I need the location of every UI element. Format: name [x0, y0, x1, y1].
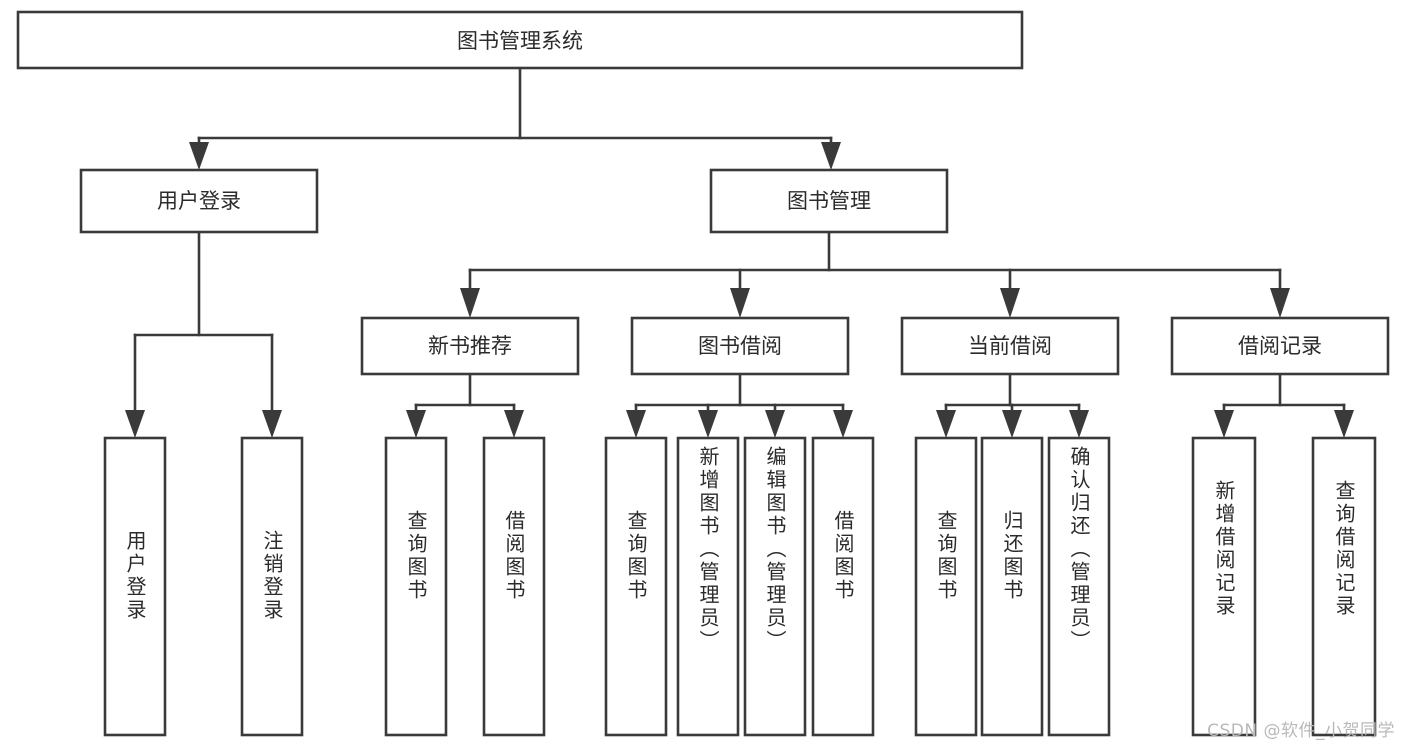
node-leaf-borrow-book-box[interactable]: [811, 436, 875, 737]
node-root[interactable]: 图书管理系统: [16, 10, 1024, 70]
arrow-head-current-borrow: [1000, 288, 1020, 318]
node-borrow-record[interactable]: 借阅记录: [1170, 316, 1390, 376]
arrow-head-leaf-confirm-return: [1069, 410, 1089, 438]
arrow-head-leaf-user-logout: [262, 410, 282, 438]
node-leaf-edit-book-box[interactable]: [743, 436, 807, 737]
node-borrow-record-label: 借阅记录: [1238, 334, 1322, 358]
node-leaf-return-book-box[interactable]: [980, 436, 1044, 737]
arrow-head-leaf-query-borrow-record: [1334, 410, 1354, 438]
node-book-borrow[interactable]: 图书借阅: [630, 316, 850, 376]
node-leaf-confirm-return-box[interactable]: [1047, 436, 1111, 737]
arrow-head-leaf-add-borrow-record: [1214, 410, 1234, 438]
node-book-management-label: 图书管理: [787, 189, 871, 213]
arrow-head-book-management: [821, 142, 841, 170]
node-current-borrow[interactable]: 当前借阅: [900, 316, 1120, 376]
node-borrow-record-box[interactable]: [1170, 316, 1390, 376]
node-root-label: 图书管理系统: [457, 29, 583, 53]
arrow-head-new-book-recommend: [460, 288, 480, 318]
node-leaf-query-book-current-box[interactable]: [914, 436, 978, 737]
arrow-head-book-borrow: [730, 288, 750, 318]
node-current-borrow-label: 当前借阅: [968, 334, 1052, 358]
arrow-head-leaf-user-login: [125, 410, 145, 438]
node-user-login-box[interactable]: [79, 168, 319, 234]
node-leaf-query-borrow-record-box[interactable]: [1311, 436, 1377, 737]
node-book-management[interactable]: 图书管理: [709, 168, 949, 234]
node-user-login-label: 用户登录: [157, 189, 241, 213]
node-leaf-user-login-box[interactable]: [103, 436, 167, 737]
node-new-book-recommend[interactable]: 新书推荐: [360, 316, 580, 376]
node-leaf-query-book-borrow-box[interactable]: [604, 436, 668, 737]
node-leaf-add-book-box[interactable]: [676, 436, 740, 737]
leaf-layer: [103, 436, 1377, 737]
node-new-book-recommend-label: 新书推荐: [428, 334, 512, 358]
node-leaf-borrow-book-new-box[interactable]: [482, 436, 546, 737]
node-new-book-recommend-box[interactable]: [360, 316, 580, 376]
arrow-head-leaf-query-book-current: [936, 410, 956, 438]
arrow-head-leaf-query-book-new: [406, 410, 426, 438]
connector-layer: [125, 66, 1354, 438]
node-leaf-user-logout-box[interactable]: [240, 436, 304, 737]
arrow-head-leaf-add-book: [698, 410, 718, 438]
node-current-borrow-box[interactable]: [900, 316, 1120, 376]
arrow-head-leaf-edit-book: [765, 410, 785, 438]
arrow-head-borrow-record: [1270, 288, 1290, 318]
node-book-borrow-label: 图书借阅: [698, 334, 782, 358]
arrow-head-user-login: [189, 142, 209, 170]
node-user-login[interactable]: 用户登录: [79, 168, 319, 234]
watermark-text: CSDN @软件_小贺同学: [1207, 721, 1395, 741]
node-leaf-query-book-new-box[interactable]: [384, 436, 448, 737]
node-book-management-box[interactable]: [709, 168, 949, 234]
node-leaf-add-borrow-record-box[interactable]: [1191, 436, 1257, 737]
arrow-head-leaf-query-book-borrow: [626, 410, 646, 438]
node-root-box[interactable]: [16, 10, 1024, 70]
arrow-head-leaf-borrow-book: [833, 410, 853, 438]
node-book-borrow-box[interactable]: [630, 316, 850, 376]
arrow-head-leaf-borrow-book-new: [504, 410, 524, 438]
arrow-head-leaf-return-book: [1002, 410, 1022, 438]
